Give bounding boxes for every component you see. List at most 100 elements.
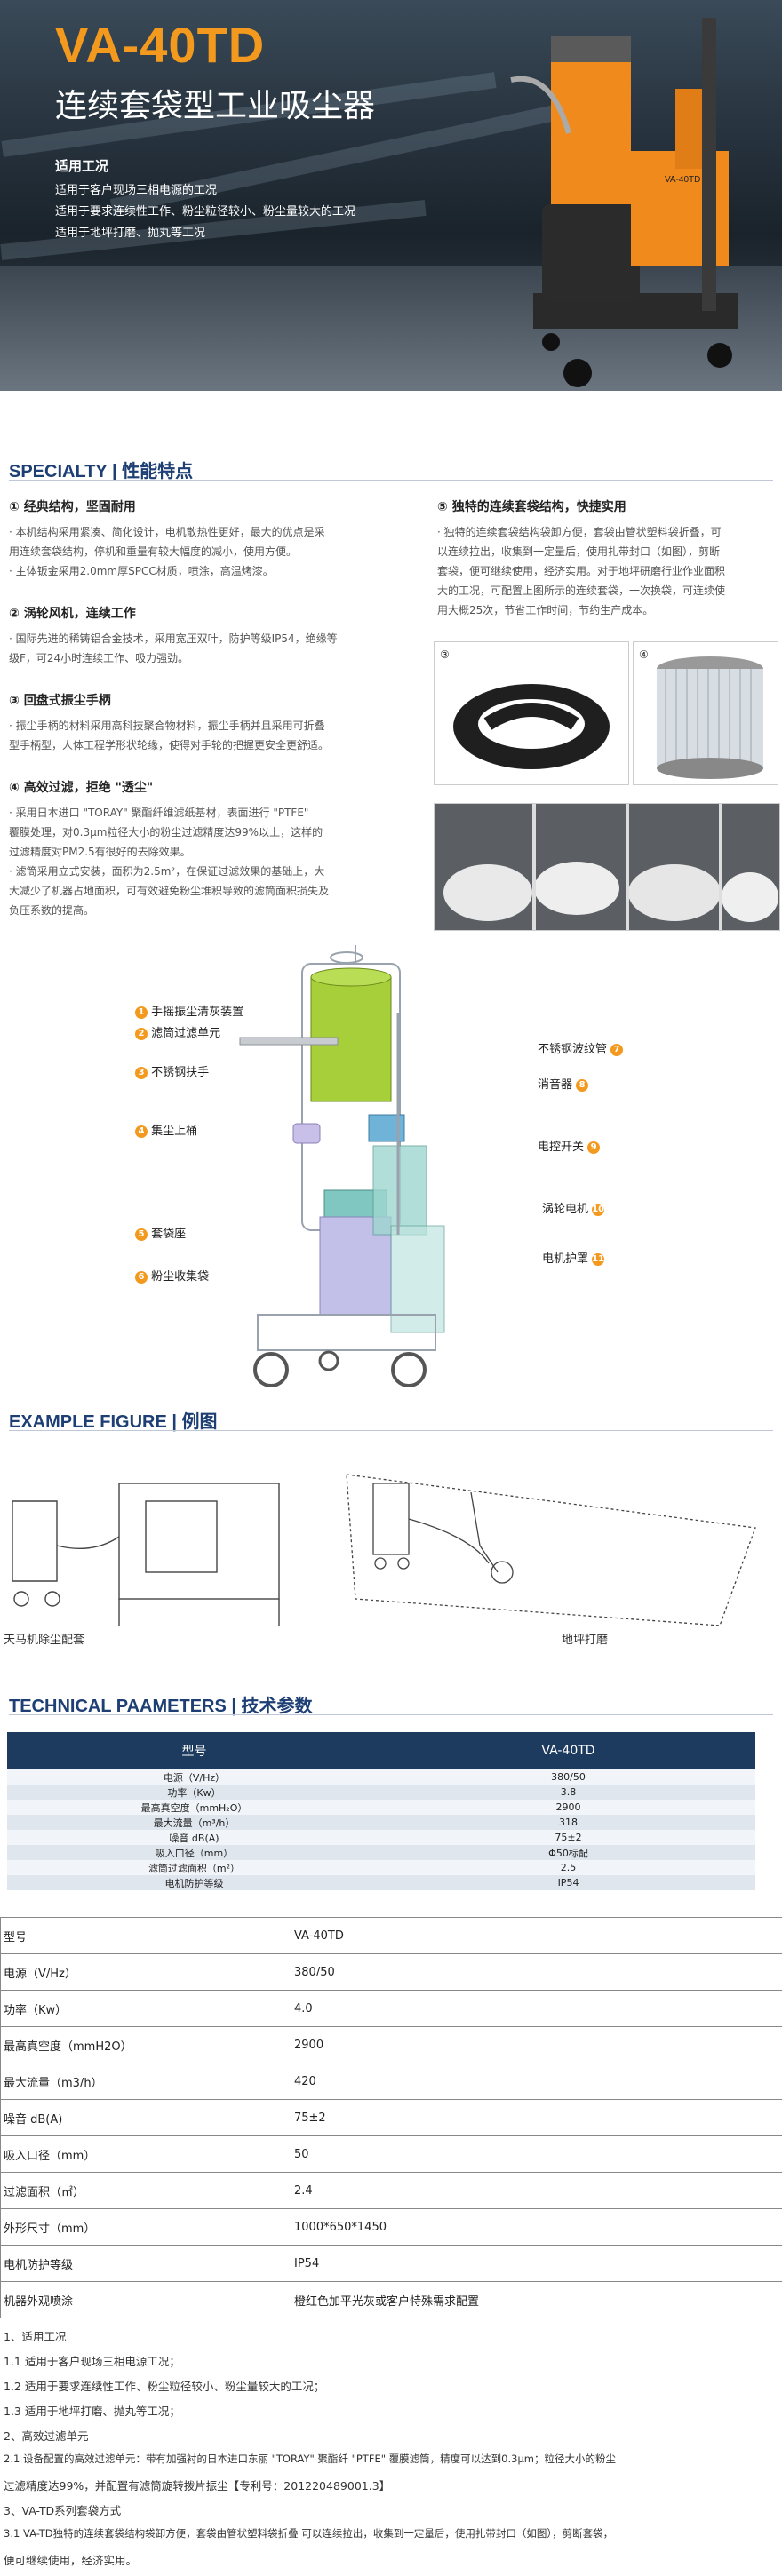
technical-divider xyxy=(9,1714,773,1715)
table-row: 吸入口径（mm）50 xyxy=(0,2135,782,2173)
callout-7: 不锈钢波纹管 7 xyxy=(538,1039,624,1056)
callout-3: 3 不锈钢扶手 xyxy=(135,1062,209,1079)
table-cell: 机器外观喷涂 xyxy=(0,2281,291,2318)
callout-label: 集尘上桶 xyxy=(151,1125,198,1138)
table-cell: 最高真空度（mmH2O） xyxy=(0,2026,291,2063)
feature-line: 大的工况，可配置上图所示的连续套袋，一次换袋，可连续使 xyxy=(437,584,726,597)
callout-label: 滤筒过滤单元 xyxy=(151,1027,221,1040)
example-floor-grinding-sketch xyxy=(346,1474,756,1626)
table-cell: 电源（V/Hz） xyxy=(0,1953,291,1991)
table-cell: 4.0 xyxy=(291,1990,782,2027)
feature-1: ① 经典结构，坚固耐用 · 本机结构采用紧凑、简化设计，电机散热性更好，最大的优… xyxy=(9,497,400,581)
table-cell: Φ50标配 xyxy=(381,1845,755,1860)
callout-number: 8 xyxy=(576,1078,589,1092)
callout-label: 手摇振尘清灰装置 xyxy=(151,1006,244,1019)
feature-title: ① 经典结构，坚固耐用 xyxy=(9,500,136,514)
table-row: 噪音 dB(A)75±2 xyxy=(0,2099,782,2136)
parameter-table: 型号 VA-40TD 电源（V/Hz）380/50 功率（Kw）3.8 最高真空… xyxy=(7,1732,755,1890)
table-cell: 电机防护等级 xyxy=(0,2245,291,2282)
table-row: 功率（Kw）3.8 xyxy=(7,1785,755,1800)
table-header-cell: VA-40TD xyxy=(381,1732,755,1769)
table-row: 电源（V/Hz）380/50 xyxy=(7,1769,755,1785)
callout-number: 4 xyxy=(135,1125,148,1138)
table-cell: 型号 xyxy=(0,1917,291,1954)
table-cell: 电机防护等级 xyxy=(7,1875,381,1890)
table-cell: 420 xyxy=(291,2063,782,2100)
feature-line: 过滤精度对PM2.5有很好的去除效果。 xyxy=(9,846,191,858)
callout-6: 6 粉尘收集袋 xyxy=(135,1267,209,1284)
table-row: 最大流量（m³/h）318 xyxy=(7,1815,755,1830)
callout-number: 7 xyxy=(610,1043,624,1056)
photo-mark: ④ xyxy=(639,648,649,661)
notes-line: 3.1 VA-TD独特的连续套袋结构袋卸方便，套袋由管状塑料袋折叠 可以连续拉出… xyxy=(4,2527,614,2540)
table-row: 功率（Kw）4.0 xyxy=(0,1990,782,2027)
callout-number: 5 xyxy=(135,1228,148,1241)
table-row: 最高真空度（mmH2O）2900 xyxy=(0,2026,782,2063)
handwheel-photo: ③ xyxy=(434,641,629,785)
feature-line: · 滤筒采用立式安装，面积为2.5m²，在保证过滤效果的基础上，大 xyxy=(9,865,325,878)
bagging-process-photo xyxy=(434,803,780,931)
table-cell: 380/50 xyxy=(381,1769,755,1785)
callout-label: 套袋座 xyxy=(151,1228,187,1241)
table-cell: 过滤面积（㎡） xyxy=(0,2172,291,2209)
feature-line: 用大概25次，节省工作时间，节约生产成本。 xyxy=(437,604,654,616)
notes-line: 2、高效过滤单元 xyxy=(4,2429,89,2443)
callout-number: 3 xyxy=(135,1066,148,1079)
table-cell: 最大流量（m3/h） xyxy=(0,2063,291,2100)
table-header-row: 型号 VA-40TD xyxy=(7,1732,755,1769)
callout-label: 电机护罩 xyxy=(542,1252,589,1266)
callout-11: 电机护罩 11 xyxy=(542,1249,605,1266)
callout-number: 10 xyxy=(592,1203,605,1216)
feature-line: 大减少了机器占地面积，可有效避免粉尘堆积导致的滤筒面积损失及 xyxy=(9,885,330,897)
feature-4: ④ 高效过滤，拒绝 "透尘" · 采用日本进口 "TORAY" 聚酯纤维滤纸基材… xyxy=(9,778,400,920)
hero-subtitle: 连续套袋型工业吸尘器 xyxy=(55,88,376,124)
callout-number: 2 xyxy=(135,1027,148,1040)
feature-line: 覆膜处理，对0.3μm粒径大小的粉尘过滤精度达99%以上，这样的 xyxy=(9,826,323,839)
callout-label: 消音器 xyxy=(538,1078,573,1092)
table-cell: 3.8 xyxy=(381,1785,755,1800)
table-cell: 50 xyxy=(291,2135,782,2173)
callout-label: 不锈钢波纹管 xyxy=(538,1043,608,1056)
table-row: 吸入口径（mm）Φ50标配 xyxy=(7,1845,755,1860)
feature-5: ⑤ 独特的连续套袋结构，快捷实用 · 独特的连续套袋结构袋卸方便，套袋由管状塑料… xyxy=(437,497,778,620)
callout-label: 涡轮电机 xyxy=(542,1203,589,1216)
hero-usage-item: 适用于客户现场三相电源的工况 xyxy=(55,184,218,197)
table-cell: 吸入口径（mm） xyxy=(7,1845,381,1860)
table-cell: 2.5 xyxy=(381,1860,755,1875)
table-row: 最大流量（m3/h）420 xyxy=(0,2063,782,2100)
table-cell: 318 xyxy=(381,1815,755,1830)
callout-10: 涡轮电机 10 xyxy=(542,1199,605,1216)
feature-title: ④ 高效过滤，拒绝 "透尘" xyxy=(9,781,154,795)
table-cell: 2900 xyxy=(381,1800,755,1815)
table-row: 噪音 dB(A)75±2 xyxy=(7,1830,755,1845)
table-cell: 最大流量（m³/h） xyxy=(7,1815,381,1830)
feature-line: 用连续套袋结构，停机和重量有较大幅度的减小，使用方便。 xyxy=(9,545,298,558)
table-cell: IP54 xyxy=(291,2245,782,2282)
feature-3: ③ 回盘式振尘手柄 · 振尘手柄的材料采用高科技聚合物材料，振尘手柄并且采用可折… xyxy=(9,691,400,755)
table-cell: 橙红色加平光灰或客户特殊需求配置 xyxy=(291,2281,782,2318)
callout-label: 粉尘收集袋 xyxy=(151,1270,210,1284)
callout-9: 电控开关 9 xyxy=(538,1137,601,1154)
specialty-divider xyxy=(9,480,773,481)
callout-label: 不锈钢扶手 xyxy=(151,1066,210,1079)
table-cell: 电源（V/Hz） xyxy=(7,1769,381,1785)
table-cell: 75±2 xyxy=(291,2099,782,2136)
notes-line: 过滤精度达99%，并配置有滤筒旋转拨片振尘【专利号：201220489001.3… xyxy=(4,2479,391,2493)
table-cell: 噪音 dB(A) xyxy=(0,2099,291,2136)
notes-line: 1.1 适用于客户现场三相电源工况； xyxy=(4,2355,180,2368)
feature-line: 型手柄型，人体工程学形状轮缘，使得对手轮的把握更安全更舒适。 xyxy=(9,739,330,751)
table-row: 外形尺寸（mm）1000*650*1450 xyxy=(0,2208,782,2246)
callout-2: 2 滤筒过滤单元 xyxy=(135,1023,220,1040)
feature-line: 套袋，便可继续使用，经济实用。对于地坪研磨行业作业面积 xyxy=(437,565,726,577)
table-cell: 2.4 xyxy=(291,2172,782,2209)
callout-number: 11 xyxy=(592,1252,605,1266)
hero-usage-item: 适用于地坪打磨、抛丸等工况 xyxy=(55,227,206,240)
feature-line: · 振尘手柄的材料采用高科技聚合物材料，振尘手柄并且采用可折叠 xyxy=(9,720,325,732)
table-row: 最高真空度（mmH₂O）2900 xyxy=(7,1800,755,1815)
table-cell: IP54 xyxy=(381,1875,755,1890)
photo-mark: ③ xyxy=(440,648,450,661)
feature-line: · 本机结构采用紧凑、简化设计，电机散热性更好，最大的优点是采 xyxy=(9,526,325,538)
feature-title: ⑤ 独特的连续套袋结构，快捷实用 xyxy=(437,500,626,514)
